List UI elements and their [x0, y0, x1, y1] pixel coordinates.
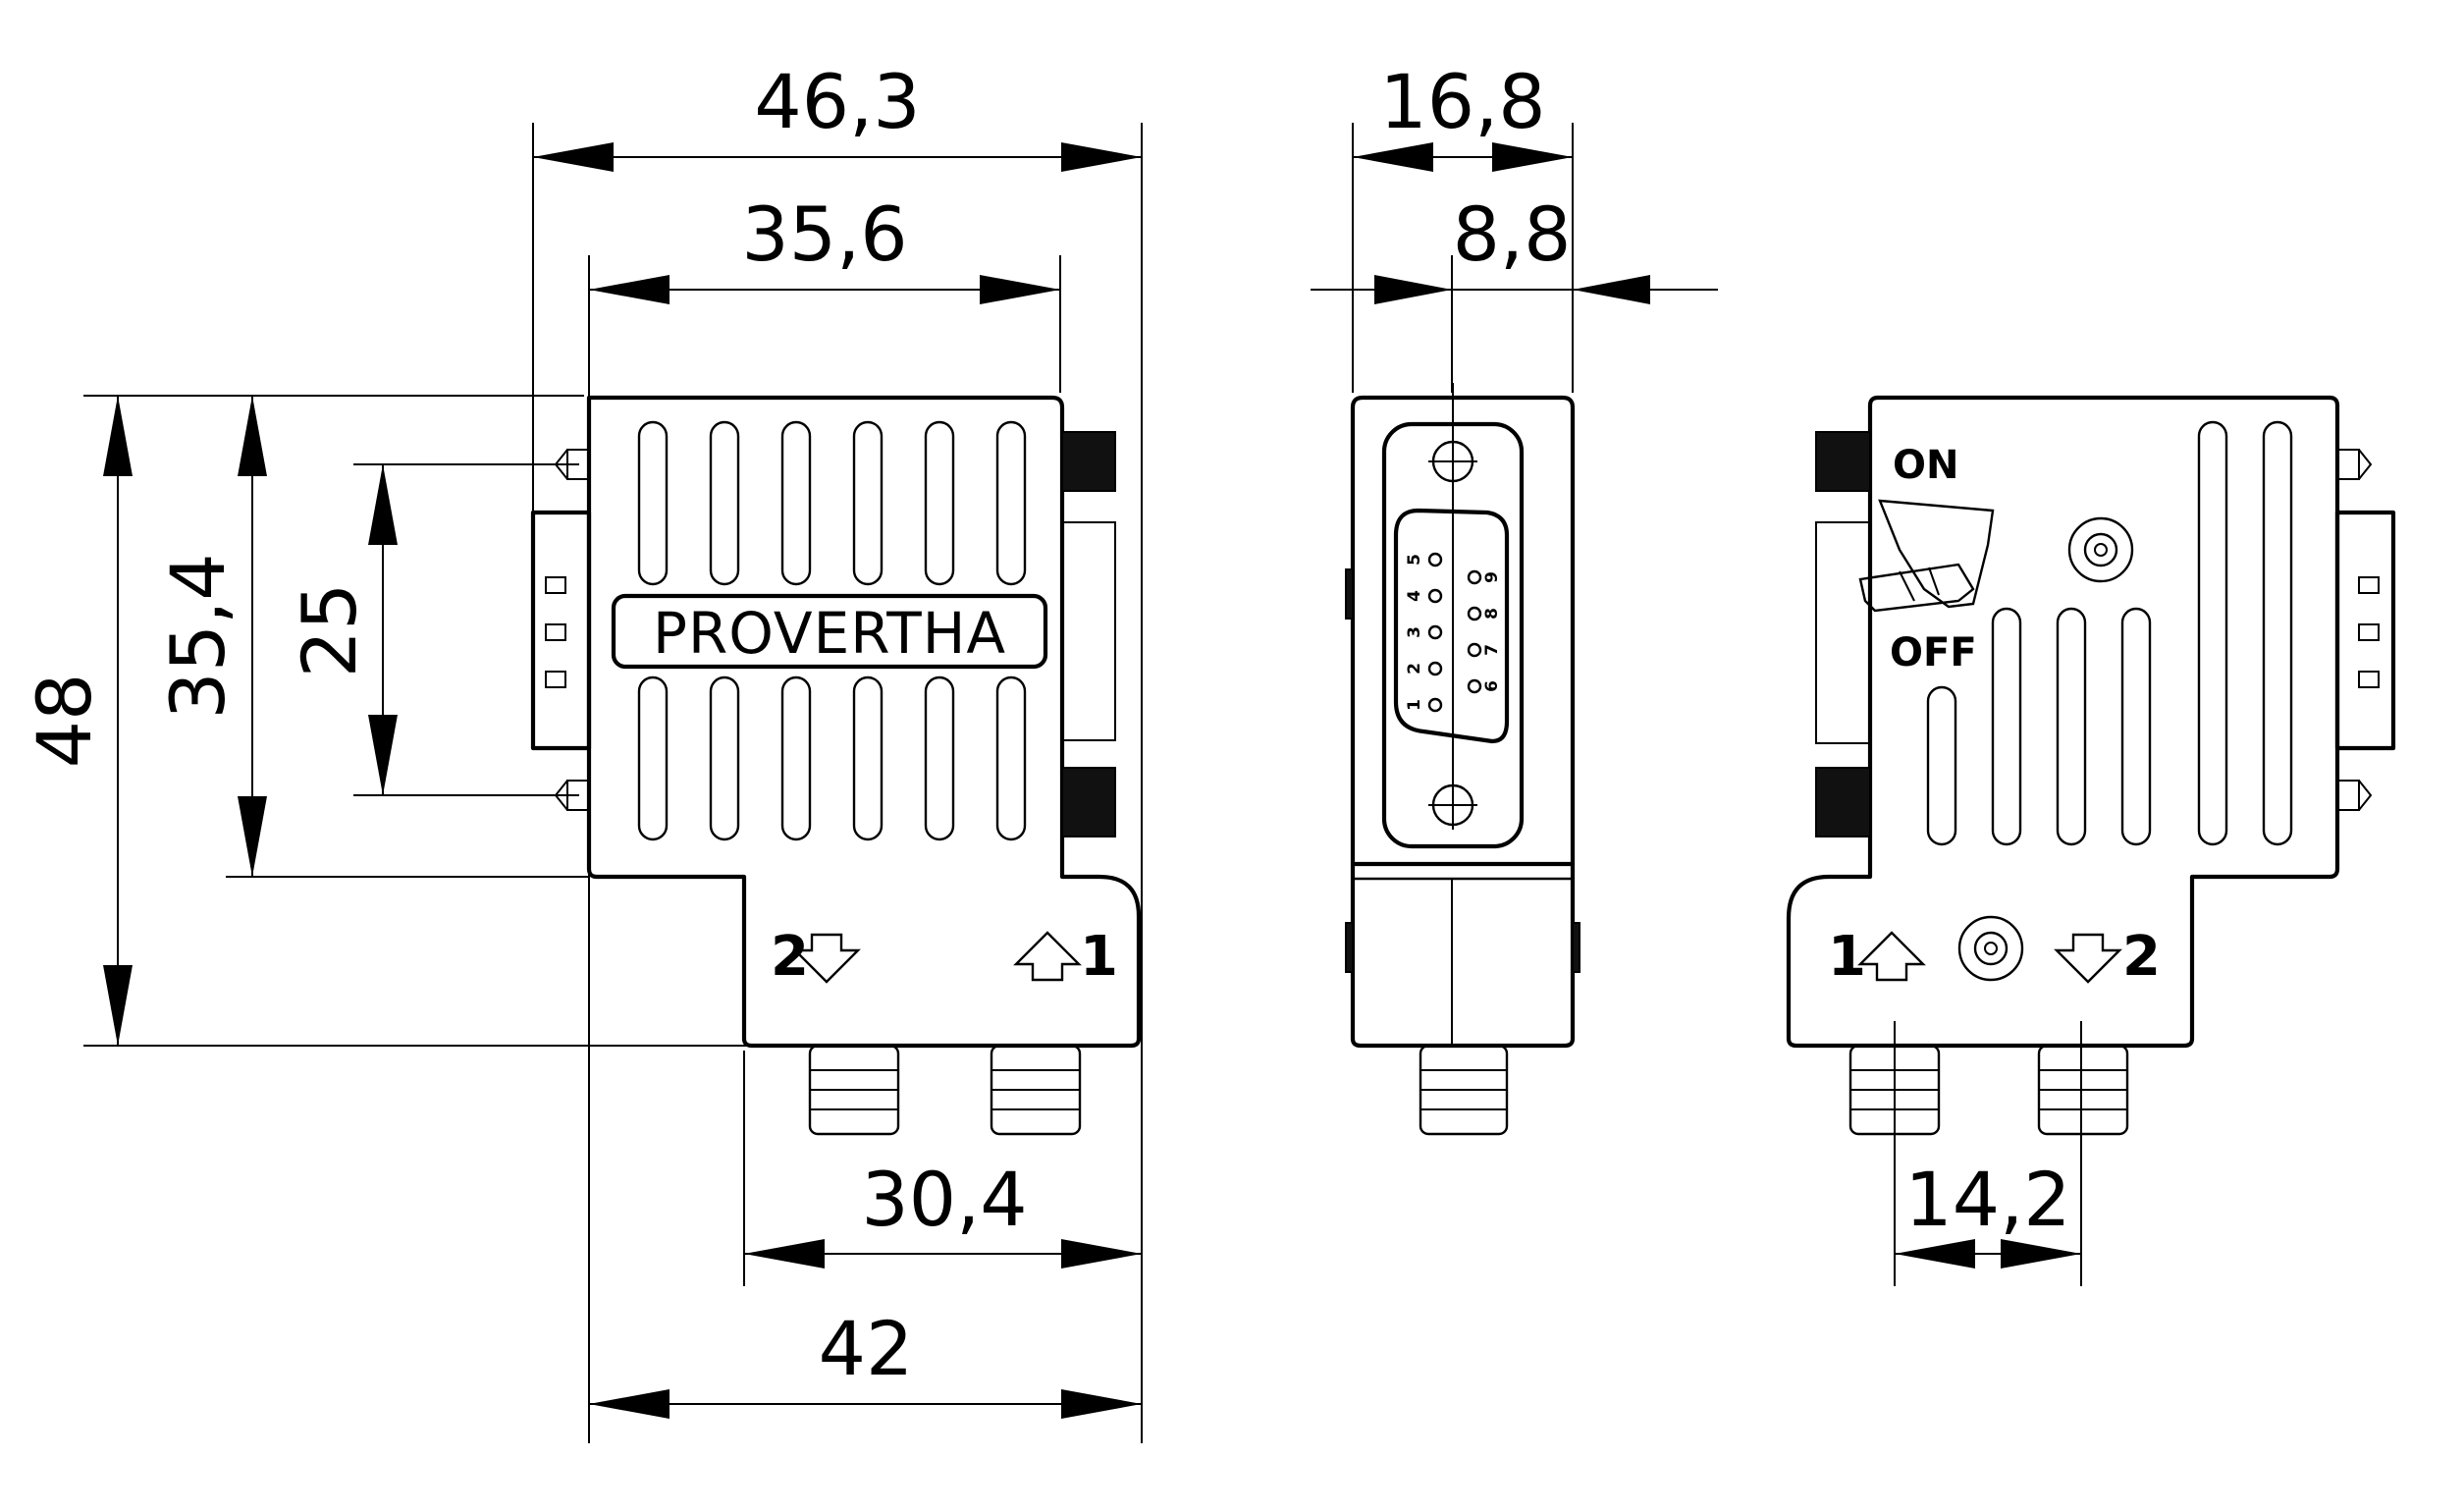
front-dsub-left [530, 510, 592, 751]
front-cable-gland-right [990, 1044, 1082, 1136]
dim-48: 48 [21, 674, 108, 769]
front-arrow-up-icon [1013, 931, 1082, 982]
side-housing [1350, 395, 1576, 1049]
rear-arrow-down-icon [2054, 933, 2122, 984]
rear-screw-top [2336, 449, 2373, 480]
rear-arrow-up-icon [1857, 931, 1926, 982]
dim-16-8: 16,8 [1379, 58, 1545, 145]
rear-bottom-screw-icon [1957, 915, 2024, 982]
dim-35-4: 35,4 [154, 553, 241, 719]
rear-screw-bottom [2336, 780, 2373, 811]
rear-screw-left-top [1815, 431, 1871, 492]
dim-25: 25 [286, 583, 373, 678]
front-screw-right-top [1061, 431, 1116, 492]
side-view: 5 4 3 2 1 9 8 7 6 [1345, 383, 1580, 1136]
svg-text:2: 2 [1405, 663, 1424, 675]
front-housing [586, 395, 1142, 1049]
brand-plate [611, 593, 1048, 670]
svg-text:7: 7 [1482, 644, 1502, 656]
switch-off-label: OFF [1890, 630, 1977, 675]
front-arrow-down-icon [792, 933, 861, 984]
front-port-1-label: 1 [1080, 925, 1118, 989]
dim-35-6: 35,6 [741, 190, 907, 278]
termination-switch-lever[interactable] [1858, 499, 1995, 613]
rear-dsub-right [2334, 510, 2396, 751]
front-dsub-right [1061, 521, 1116, 741]
svg-text:3: 3 [1405, 626, 1424, 638]
rear-screw-left-bottom [1815, 767, 1871, 837]
front-vents-top [637, 420, 1027, 586]
front-dimensions: 46,3 35,6 48 35,4 25 30,4 42 [21, 58, 1143, 1443]
side-dsub-insert [1393, 508, 1510, 744]
dim-46-3: 46,3 [754, 58, 920, 145]
front-view: PROVERTHA 2 1 [530, 395, 1142, 1136]
svg-text:1: 1 [1405, 699, 1424, 711]
dim-30-4: 30,4 [861, 1156, 1027, 1243]
svg-text:5: 5 [1405, 554, 1424, 566]
rear-screw-icon [2067, 516, 2134, 583]
front-vents-bottom [637, 675, 1027, 841]
rear-vents [1926, 420, 2293, 846]
svg-text:6: 6 [1482, 680, 1502, 692]
svg-text:9: 9 [1482, 571, 1502, 583]
dim-8-8: 8,8 [1453, 190, 1572, 278]
switch-on-label: ON [1893, 443, 1958, 488]
front-cable-gland-left [808, 1044, 900, 1136]
side-dimensions: 16,8 8,8 [1311, 58, 1718, 393]
brand-label: PROVERTHA [653, 600, 1006, 667]
front-screw-right-bottom [1061, 767, 1116, 837]
rear-dimensions: 14,2 [1894, 1021, 2082, 1286]
svg-text:8: 8 [1482, 608, 1502, 620]
side-cable-gland [1419, 1044, 1509, 1136]
dim-42: 42 [819, 1305, 914, 1392]
dim-14-2: 14,2 [1904, 1156, 2070, 1243]
rear-view: ON OFF 1 2 [1786, 395, 2396, 1136]
rear-port-1-label: 1 [1828, 925, 1866, 989]
svg-text:4: 4 [1405, 590, 1424, 602]
side-pins: 5 4 3 2 1 9 8 7 6 [1405, 552, 1502, 713]
rear-cable-gland-right [2037, 1044, 2129, 1136]
rear-port-2-label: 2 [2122, 925, 2161, 989]
rear-dsub-left [1815, 521, 1871, 744]
